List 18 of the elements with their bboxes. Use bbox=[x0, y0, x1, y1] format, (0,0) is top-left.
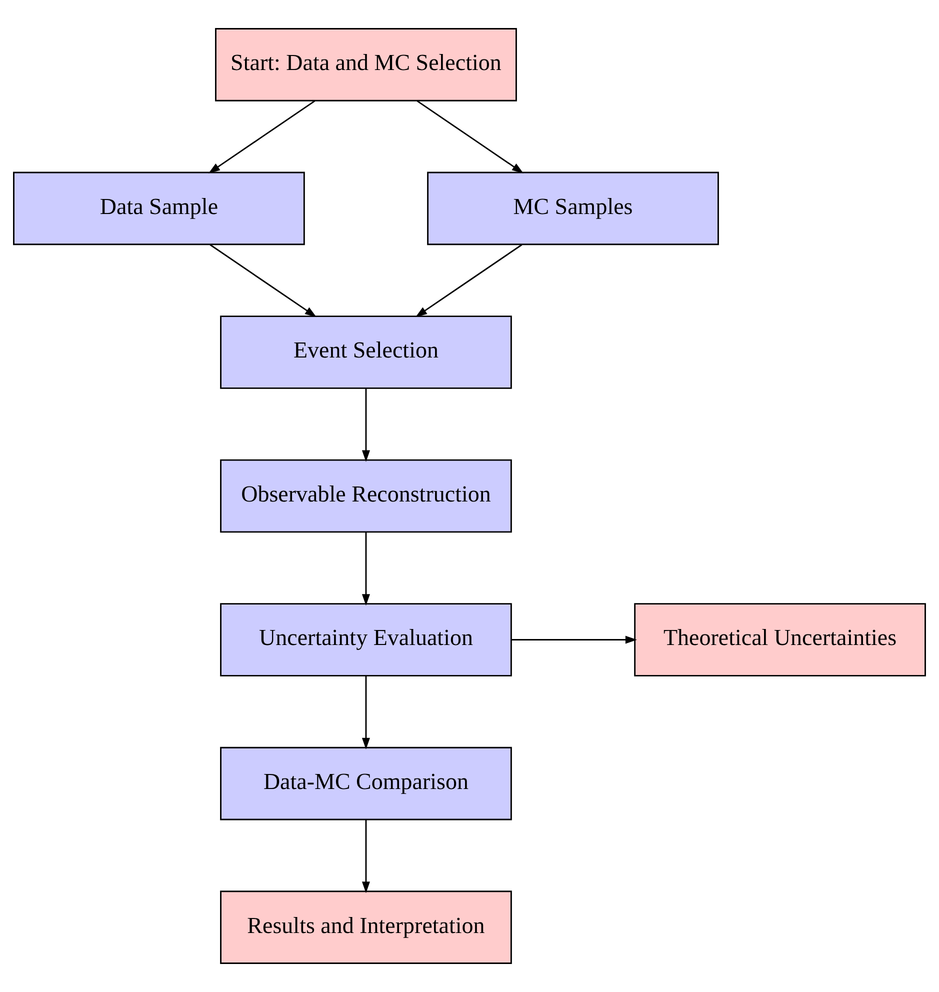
arrow bbox=[416, 244, 522, 318]
node-box: Observable Reconstruction bbox=[220, 459, 512, 533]
arrow bbox=[512, 636, 637, 644]
arrow bbox=[210, 244, 316, 318]
node-box: Uncertainty Evaluation bbox=[220, 603, 512, 676]
node-box: MC Samples bbox=[427, 172, 719, 246]
node-box: Event Selection bbox=[220, 316, 512, 389]
node-box: Start: Data and MC Selection bbox=[215, 28, 517, 102]
arrow bbox=[362, 676, 370, 750]
arrow bbox=[362, 388, 370, 462]
node-box: Theoretical Uncertainties bbox=[634, 603, 926, 676]
arrow bbox=[416, 100, 524, 174]
node-box: Data Sample bbox=[13, 172, 305, 246]
arrow bbox=[362, 820, 370, 894]
node-box: Data-MC Comparison bbox=[220, 746, 512, 820]
node-box: Results and Interpretation bbox=[220, 890, 512, 964]
arrow bbox=[208, 100, 316, 174]
arrow bbox=[362, 532, 370, 606]
